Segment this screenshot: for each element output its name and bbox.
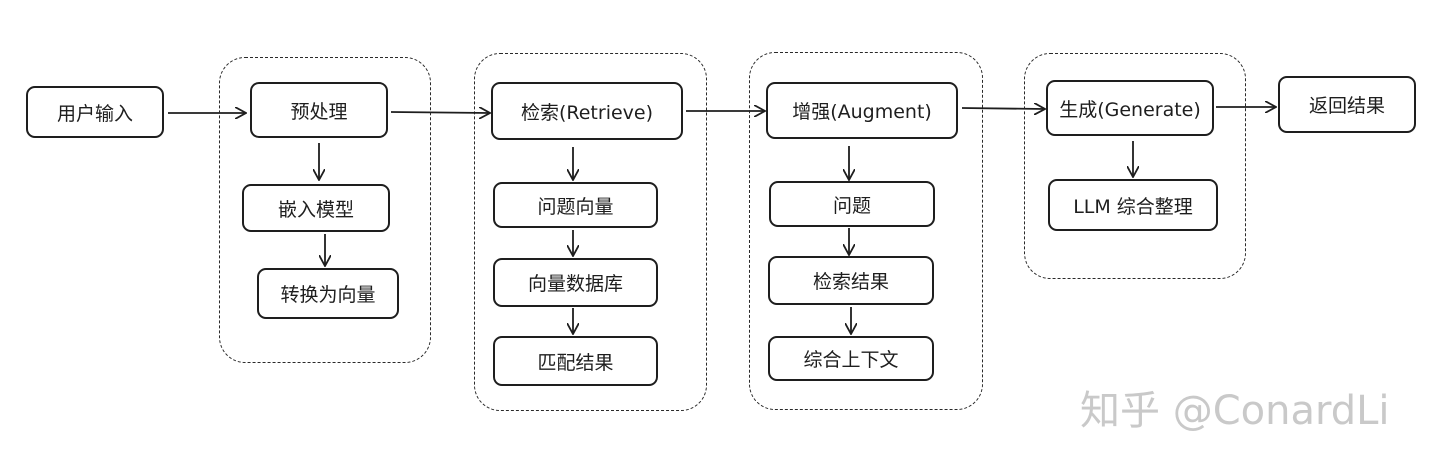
retrieve-stage-group xyxy=(474,53,707,411)
convert-to-vector-node: 转换为向量 xyxy=(257,268,399,319)
retrieval-result-node: 检索结果 xyxy=(768,256,934,305)
embedding-model-node: 嵌入模型 xyxy=(242,184,390,232)
augment-node: 增强(Augment) xyxy=(766,82,958,139)
question-vector-node: 问题向量 xyxy=(493,182,658,228)
arrow-augment-to-generate xyxy=(961,108,1045,109)
vector-database-node: 向量数据库 xyxy=(493,258,658,307)
user-input-node: 用户输入 xyxy=(26,86,164,138)
return-result-node: 返回结果 xyxy=(1278,76,1416,133)
generate-stage-group xyxy=(1024,53,1246,279)
augment-stage-group xyxy=(749,52,983,410)
match-result-node: 匹配结果 xyxy=(493,336,658,386)
combined-context-node: 综合上下文 xyxy=(768,336,934,381)
retrieve-node: 检索(Retrieve) xyxy=(491,82,683,140)
question-node: 问题 xyxy=(769,181,935,227)
watermark: 知乎 @ConardLi xyxy=(1080,388,1390,434)
generate-node: 生成(Generate) xyxy=(1046,80,1214,136)
arrow-preprocess-to-retrieve xyxy=(390,112,490,113)
llm-synthesis-node: LLM 综合整理 xyxy=(1048,179,1218,231)
preprocess-node: 预处理 xyxy=(250,82,388,138)
preprocess-stage-group xyxy=(219,57,431,363)
